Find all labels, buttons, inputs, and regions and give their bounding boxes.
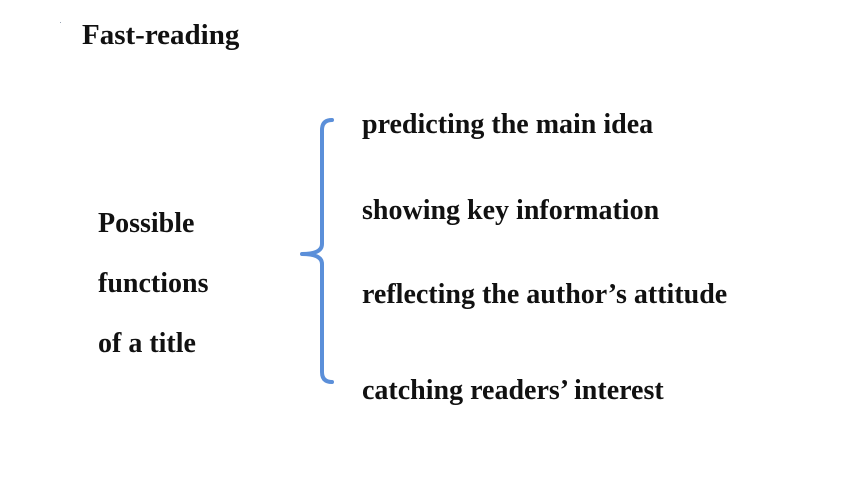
curly-brace bbox=[300, 118, 334, 384]
function-item-showing: showing key information bbox=[362, 195, 660, 226]
topic-label-line-3: of a title bbox=[98, 328, 196, 359]
brace-path bbox=[300, 118, 334, 384]
topic-label-line-1: Possible bbox=[98, 208, 195, 239]
topic-label-line-2: functions bbox=[98, 268, 209, 299]
function-item-predicting: predicting the main idea bbox=[362, 109, 654, 140]
function-item-catching: catching readers’ interest bbox=[362, 375, 664, 406]
topic-label: Possible functions of a title bbox=[98, 194, 208, 374]
slide-title: Fast-reading bbox=[82, 19, 240, 51]
function-item-reflecting: reflecting the author’s attitude bbox=[362, 279, 728, 310]
corner-dot bbox=[60, 22, 61, 23]
